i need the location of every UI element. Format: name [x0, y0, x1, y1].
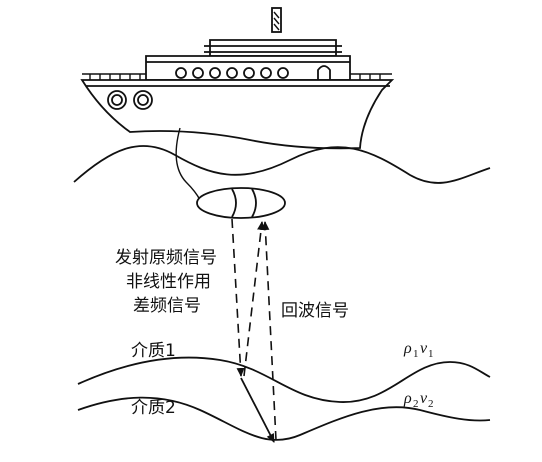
transmit-label-line3: 差频信号	[133, 296, 201, 316]
transmit-label-line1: 发射原频信号	[115, 248, 217, 268]
medium2-v: v	[420, 390, 428, 407]
sea-surface	[73, 145, 491, 184]
medium1-boundary	[77, 356, 491, 403]
medium2-boundary	[77, 396, 491, 441]
ship-door	[317, 65, 331, 80]
echo-ray-1	[243, 221, 266, 377]
medium1-symbol: ρ 1 v 1	[403, 340, 434, 360]
ship-bridge	[209, 39, 337, 57]
medium2-v-sub: 2	[428, 398, 434, 410]
medium2-rho: ρ	[403, 390, 412, 407]
medium2-symbol: ρ 2 v 2	[403, 390, 434, 410]
transmit-label-line2: 非线性作用	[126, 272, 211, 292]
medium1-rho-sub: 1	[413, 348, 419, 360]
echo-label: 回波信号	[281, 301, 349, 321]
hull-portholes	[107, 90, 153, 110]
medium2-rho-sub: 2	[413, 398, 419, 410]
ship-hull	[80, 79, 395, 150]
transmit-ray-upper	[231, 218, 245, 377]
transmit-ray-lower	[240, 377, 275, 443]
medium1-label: 介质1	[131, 341, 176, 361]
medium1-v-sub: 1	[428, 348, 434, 360]
medium2-label: 介质2	[131, 398, 176, 418]
tow-cable	[175, 127, 201, 201]
medium1-v: v	[420, 340, 428, 357]
towed-transducer	[196, 187, 286, 219]
echo-ray-2	[261, 221, 277, 441]
superstructure-portholes	[175, 67, 289, 79]
medium1-rho: ρ	[403, 340, 412, 357]
ship	[80, 7, 395, 150]
ship-railings	[82, 73, 392, 80]
